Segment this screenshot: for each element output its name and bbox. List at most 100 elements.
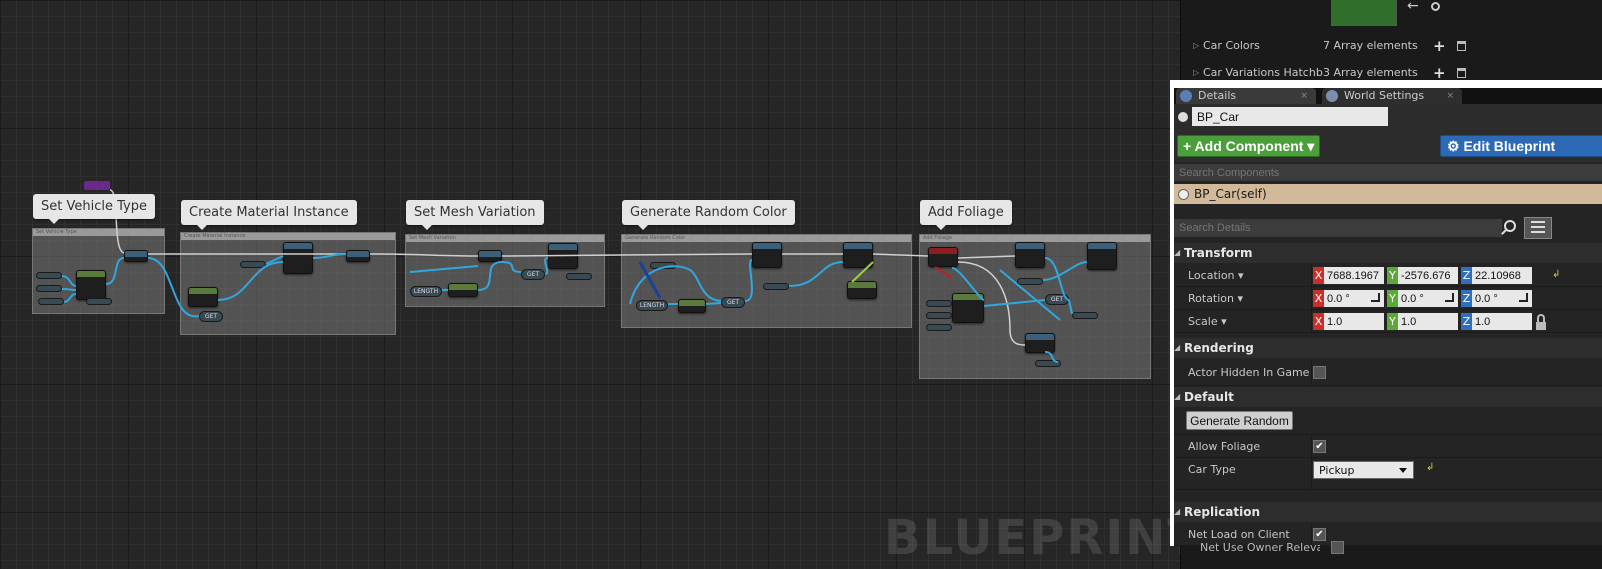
graph-node[interactable] [678,299,706,313]
car-type-dropdown[interactable]: Pickup [1313,461,1414,479]
variable-node[interactable] [36,285,62,292]
graph-node[interactable] [1015,242,1045,268]
add-component-button[interactable]: + Add Component ▾ [1177,135,1320,157]
spin-arrow-icon[interactable] [1371,293,1380,302]
length-node[interactable]: LENGTH [410,286,442,297]
color-swatch[interactable] [1331,0,1397,26]
get-node[interactable]: GET [521,269,545,280]
search-icon[interactable] [1431,2,1440,11]
expand-triangle-icon[interactable]: ▷ [1193,68,1200,77]
variable-row-car-colors[interactable]: ▷ Car Colors 7 Array elements + [1181,35,1602,57]
property-label[interactable]: Location ▾ [1188,269,1244,282]
variable-node[interactable] [926,300,952,307]
tab-label: Details [1198,89,1237,102]
variable-node[interactable] [1035,360,1061,367]
search-components-input[interactable] [1174,164,1602,181]
graph-node[interactable] [448,283,478,297]
graph-node[interactable] [188,287,218,307]
variable-node[interactable] [38,298,64,305]
component-row-self[interactable]: BP_Car(self) [1174,184,1602,204]
variable-node[interactable] [240,261,266,268]
actor-name-input[interactable] [1192,107,1388,126]
comment-bubble-create-material-instance[interactable]: Create Material Instance [181,200,357,230]
reset-to-default-icon[interactable]: ↲ [1552,269,1561,280]
scale-x-input[interactable] [1324,313,1384,330]
purple-reroute-node[interactable] [84,181,110,190]
trash-icon[interactable] [1457,68,1466,78]
rotation-x-input[interactable] [1324,290,1384,307]
add-element-icon[interactable]: + [1433,37,1446,55]
get-node[interactable]: GET [199,311,223,322]
allow-foliage-checkbox[interactable]: ✔ [1313,440,1326,453]
generate-random-button[interactable]: Generate Random [1186,411,1293,430]
graph-node[interactable] [283,242,313,274]
edit-blueprint-button[interactable]: ⚙ Edit Blueprint [1440,135,1602,157]
property-label[interactable]: Scale ▾ [1188,315,1227,328]
property-label[interactable]: Rotation ▾ [1188,292,1244,305]
graph-node[interactable] [952,293,984,323]
graph-node[interactable] [478,250,502,262]
variable-node[interactable] [566,273,592,280]
reset-to-default-icon[interactable]: ↲ [1426,462,1435,473]
graph-node[interactable] [752,242,782,268]
comment-header: Create Material Instance [181,233,395,240]
variable-node[interactable] [1072,312,1098,319]
tab-details[interactable]: Details × [1176,88,1316,104]
scale-z-input[interactable] [1472,313,1532,330]
variable-node[interactable] [1017,278,1043,285]
comment-bubble-generate-random-color[interactable]: Generate Random Color [622,200,795,230]
search-details-input[interactable] [1174,219,1502,237]
variable-row-car-variations[interactable]: ▷ Car Variations Hatchback 3 Array eleme… [1181,62,1602,84]
tab-world-settings[interactable]: World Settings × [1322,88,1462,104]
rotation-y-input[interactable] [1398,290,1458,307]
location-y-input[interactable] [1398,267,1458,284]
close-icon[interactable]: × [1446,91,1454,101]
graph-node[interactable] [928,247,958,267]
graph-node[interactable] [847,281,877,299]
spin-arrow-icon[interactable] [1519,293,1528,302]
scale-y-input[interactable] [1398,313,1458,330]
section-rendering[interactable]: Rendering [1174,338,1602,358]
variable-node[interactable] [86,298,112,305]
back-arrow-icon[interactable]: ← [1407,0,1419,14]
graph-node[interactable] [346,250,370,262]
net-use-owner-checkbox[interactable] [1331,541,1344,554]
variable-node[interactable] [926,312,952,319]
graph-node[interactable] [1087,242,1117,270]
trash-icon[interactable] [1457,41,1466,51]
section-replication[interactable]: Replication [1174,502,1602,522]
location-x-input[interactable] [1324,267,1384,284]
property-label: Actor Hidden In Game [1188,366,1310,379]
length-node[interactable]: LENGTH [636,300,668,311]
expand-triangle-icon[interactable]: ▷ [1193,41,1200,50]
axis-y-label: Y [1387,290,1398,307]
graph-node[interactable] [124,250,148,262]
rotation-z-input[interactable] [1472,290,1532,307]
close-icon[interactable]: × [1300,91,1308,101]
get-node[interactable]: GET [721,297,745,308]
section-default[interactable]: Default [1174,387,1602,407]
view-options-icon[interactable] [1524,217,1552,239]
property-label: Net Use Owner Relevancy [1200,541,1320,554]
graph-node[interactable] [1025,333,1055,353]
variable-node[interactable] [763,283,789,290]
net-load-checkbox[interactable]: ✔ [1313,528,1326,541]
comment-bubble-set-mesh-variation[interactable]: Set Mesh Variation [406,200,544,230]
location-z-input[interactable] [1472,267,1532,284]
add-element-icon[interactable]: + [1433,64,1446,82]
globe-icon [1326,90,1338,102]
comment-bubble-add-foliage[interactable]: Add Foliage [920,200,1012,230]
graph-node[interactable] [843,242,873,268]
lock-icon[interactable] [1536,314,1546,330]
actor-hidden-checkbox[interactable] [1313,366,1326,379]
variable-node[interactable] [36,272,62,279]
property-car-type: Car Type Pickup ↲ [1174,458,1602,490]
graph-node[interactable] [76,270,106,300]
variable-node[interactable] [926,324,952,331]
comment-bubble-set-vehicle-type[interactable]: Set Vehicle Type [33,194,155,224]
graph-wires [61,189,1088,363]
car-type-value: Pickup [1319,464,1355,477]
section-transform[interactable]: Transform [1174,243,1602,263]
component-toolbar: + Add Component ▾ ⚙ Edit Blueprint [1174,130,1602,162]
spin-arrow-icon[interactable] [1445,293,1454,302]
